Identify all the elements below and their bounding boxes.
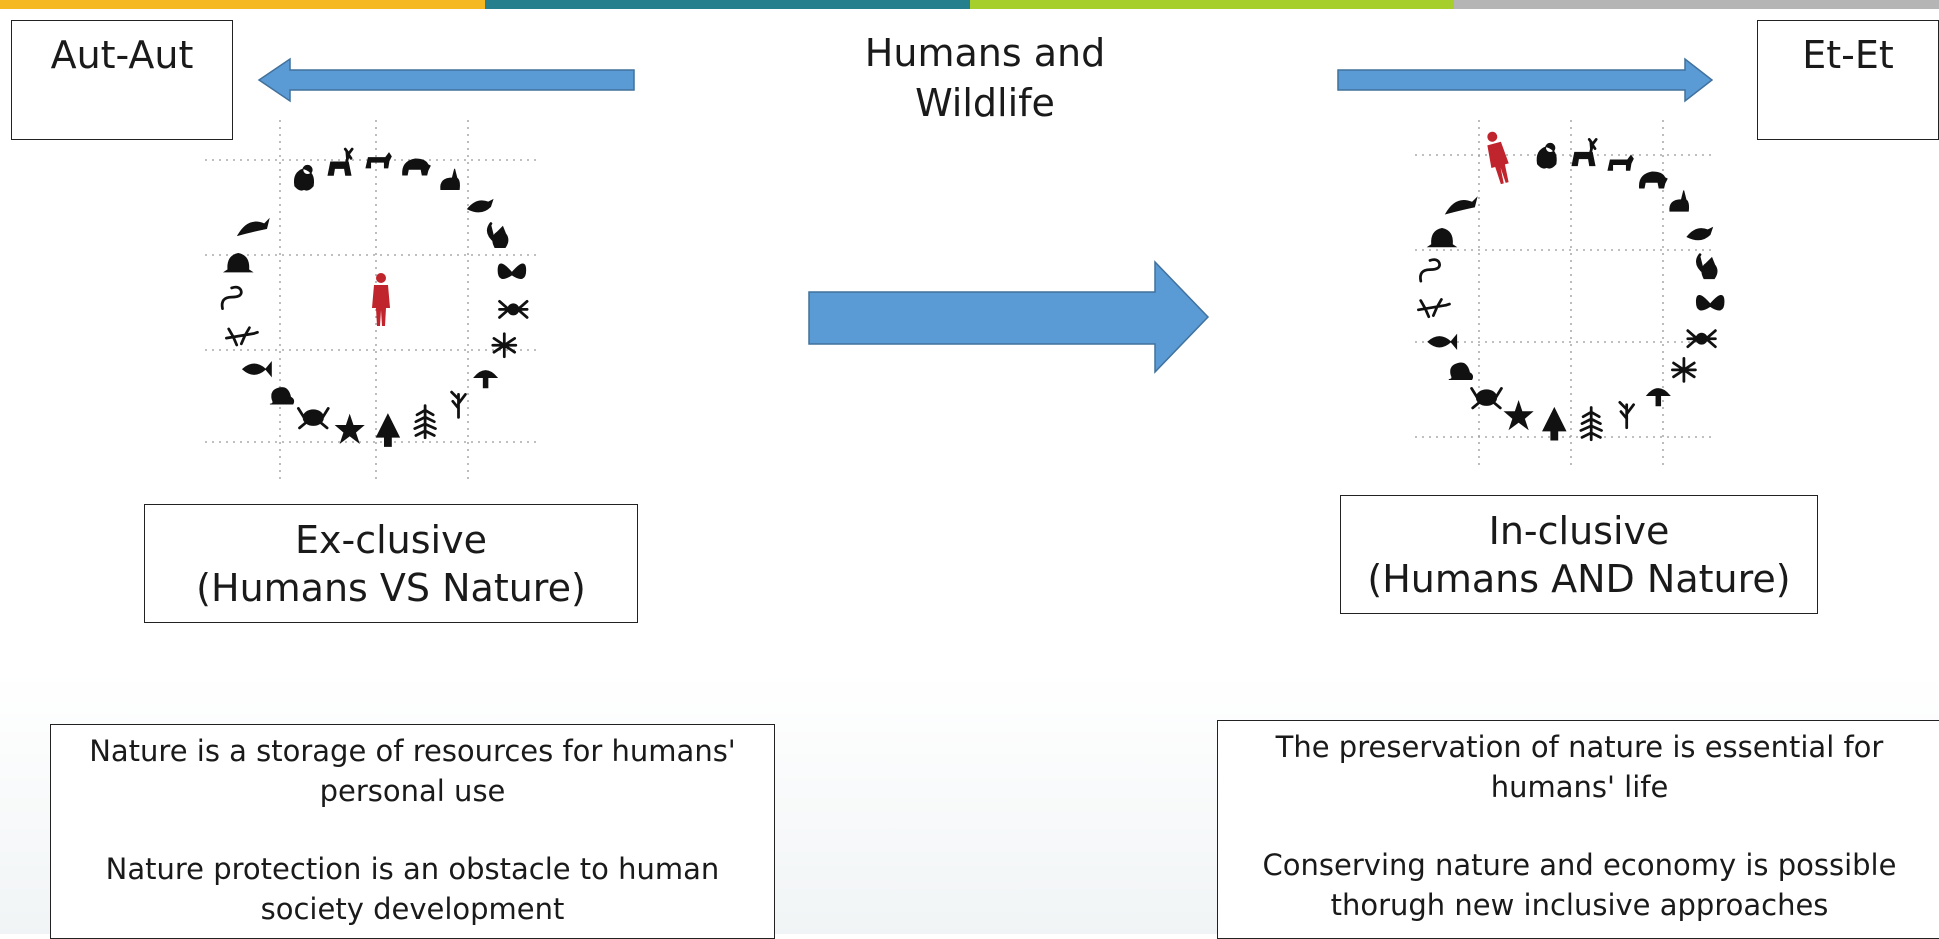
- spider-icon: [498, 299, 529, 319]
- exclusive-statement-2: Nature protection is an obstacle to huma…: [105, 852, 720, 926]
- aut-aut-label: Aut-Aut: [11, 20, 233, 140]
- inclusive-statement-2: Conserving nature and economy is possibl…: [1262, 848, 1897, 922]
- insect-icon: [491, 332, 518, 359]
- et-et-text: Et-Et: [1802, 33, 1894, 77]
- exclusive-statements-box: Nature is a storage of resources for hum…: [50, 724, 775, 939]
- tree-icon: [375, 413, 401, 447]
- top-color-bar: [0, 0, 1939, 9]
- arrow-left: [257, 57, 635, 103]
- inclusive-line1: In-clusive: [1488, 508, 1670, 553]
- fish-icon: [241, 361, 272, 378]
- squirrel-icon: [486, 222, 509, 248]
- rabbit-icon: [1669, 190, 1690, 212]
- fern-icon: [1579, 406, 1603, 442]
- exclusive-line2: (Humans VS Nature): [196, 565, 586, 610]
- crab-icon: [296, 407, 330, 430]
- lizard-icon: [1417, 298, 1451, 319]
- top-bar-yellow: [0, 0, 485, 9]
- exclusive-statement-1: Nature is a storage of resources for hum…: [89, 734, 736, 808]
- top-bar-gray: [1454, 0, 1939, 9]
- monkey-icon: [1536, 142, 1557, 169]
- arrow-transition-big: [808, 260, 1210, 374]
- et-et-label: Et-Et: [1757, 20, 1939, 140]
- monkey-icon: [293, 164, 315, 191]
- snake-icon: [1419, 258, 1441, 283]
- dog-icon: [1607, 154, 1634, 171]
- mushroom-icon: [1645, 388, 1671, 407]
- snake-icon: [220, 285, 243, 310]
- flower-icon: [450, 390, 467, 419]
- tree-icon: [1542, 406, 1567, 441]
- top-bar-green: [969, 0, 1455, 9]
- dog-icon: [365, 152, 392, 169]
- human-icon-right: [1487, 131, 1509, 185]
- deer-icon: [1571, 138, 1598, 167]
- deer-icon: [327, 147, 354, 176]
- starfish-icon: [1503, 399, 1534, 431]
- inclusive-statement-1: The preservation of nature is essential …: [1275, 730, 1884, 804]
- animal-ring-right: [1417, 138, 1725, 442]
- butterfly-icon: [497, 263, 527, 280]
- bird-icon: [466, 198, 494, 213]
- exclusive-line1: Ex-clusive: [295, 517, 487, 562]
- squirrel-icon: [1696, 253, 1718, 280]
- animal-ring-left: [220, 147, 529, 447]
- bear-icon: [402, 158, 431, 176]
- fern-icon: [413, 404, 437, 440]
- top-bar-teal: [484, 0, 970, 9]
- rabbit-icon: [440, 168, 460, 190]
- fish-icon: [1427, 333, 1458, 350]
- crab-icon: [1470, 387, 1503, 410]
- diagram-title: Humans and Wildlife: [864, 31, 1106, 125]
- inclusive-label-box: In-clusive (Humans AND Nature): [1340, 495, 1818, 614]
- flower-icon: [1618, 401, 1635, 430]
- aut-aut-text: Aut-Aut: [50, 33, 194, 77]
- lizard-icon: [225, 326, 259, 347]
- frog-icon: [1426, 227, 1458, 248]
- bear-icon: [1639, 171, 1668, 189]
- mushroom-icon: [473, 370, 499, 389]
- butterfly-icon: [1695, 295, 1725, 311]
- exclusive-label-box: Ex-clusive (Humans VS Nature): [144, 504, 638, 623]
- snail-icon: [269, 387, 295, 405]
- dolphin-icon: [1444, 196, 1478, 215]
- spider-icon: [1686, 329, 1717, 349]
- insect-icon: [1671, 357, 1697, 383]
- frog-icon: [222, 253, 254, 273]
- arrow-right-small: [1337, 57, 1714, 103]
- bird-icon: [1686, 226, 1714, 241]
- grid-left: [205, 120, 540, 480]
- grid-right: [1415, 120, 1715, 470]
- human-icon-left: [372, 273, 390, 326]
- dolphin-icon: [236, 217, 270, 237]
- inclusive-line2: (Humans AND Nature): [1367, 556, 1791, 601]
- inclusive-statements-box: The preservation of nature is essential …: [1217, 720, 1939, 939]
- snail-icon: [1448, 362, 1474, 380]
- starfish-icon: [334, 413, 365, 444]
